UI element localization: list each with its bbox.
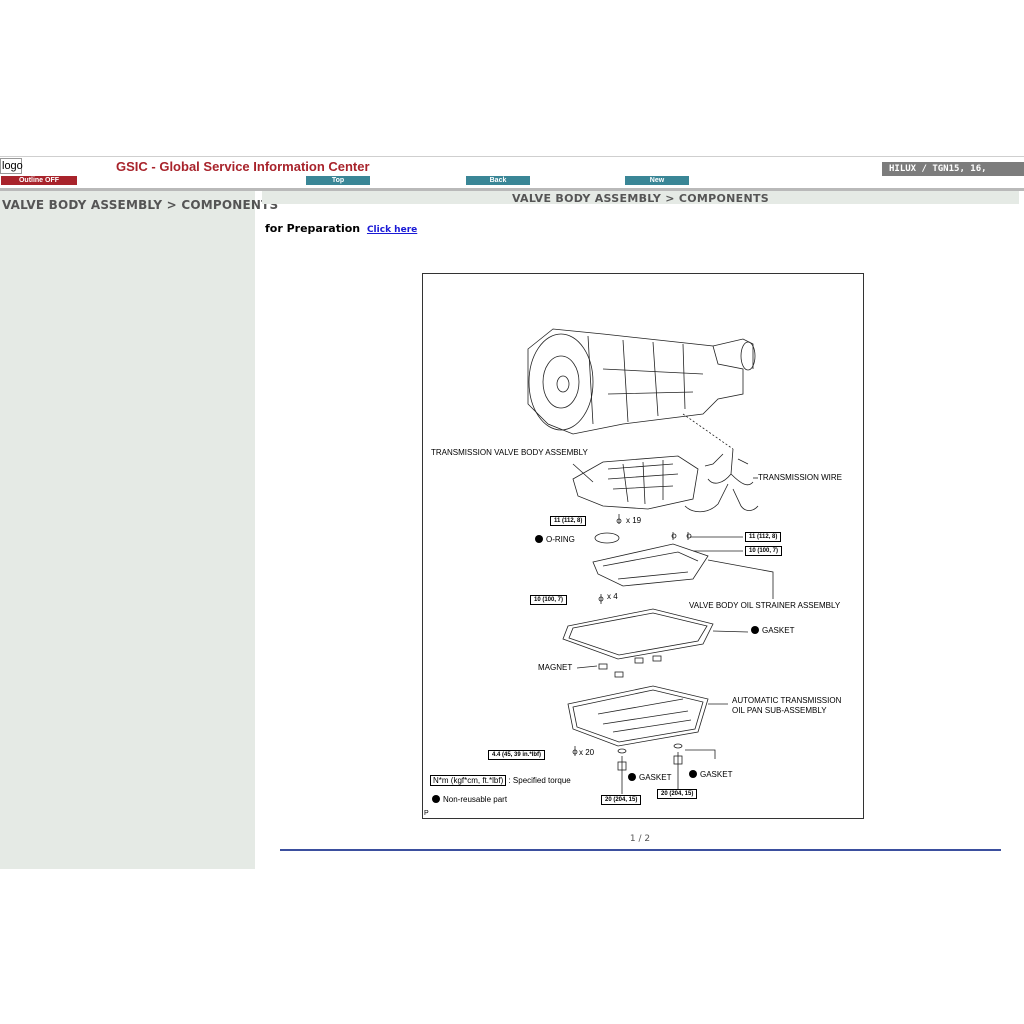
oil-pan-label-line2: OIL PAN SUB-ASSEMBLY xyxy=(732,706,827,715)
torque-converter-housing xyxy=(528,333,594,431)
vehicle-model-badge: HILUX / TGN15, 16, xyxy=(882,162,1024,176)
logo: logo xyxy=(0,158,23,174)
non-reusable-legend: Non-reusable part xyxy=(432,795,507,804)
back-button[interactable]: Back xyxy=(466,176,530,185)
non-reusable-dot-icon xyxy=(689,770,697,778)
o-ring-label: O-RING xyxy=(535,535,575,544)
pan-gasket-label: GASKET xyxy=(751,626,794,635)
figure-corner-mark: P xyxy=(424,810,429,817)
sidebar-panel xyxy=(0,191,255,869)
drain-plug-gasket-label-1: GASKET xyxy=(628,773,671,782)
non-reusable-dot-icon xyxy=(432,795,440,803)
wire-bolt-torque-2: 10 (100, 7) xyxy=(745,546,783,556)
torque-legend: N*m (kgf*cm, ft.*lbf) : Specified torque xyxy=(430,775,571,786)
magnet-shape xyxy=(598,663,608,670)
preparation-line: for Preparation Click here xyxy=(265,222,417,235)
valve-body-bolt-torque: 11 (112, 8) xyxy=(550,516,587,526)
non-reusable-dot-icon xyxy=(751,626,759,634)
pan-bolt-torque: 4.4 (45, 39 in.*lbf) xyxy=(488,750,546,760)
valve-body-label: TRANSMISSION VALVE BODY ASSEMBLY xyxy=(431,448,588,457)
transmission-case-outline xyxy=(527,328,744,435)
oil-pan-outline xyxy=(567,685,709,747)
drain-plug-torque-1: 20 (204, 15) xyxy=(601,795,642,805)
outline-toggle-button[interactable]: Outline OFF xyxy=(1,176,77,185)
preparation-link[interactable]: Click here xyxy=(366,225,418,235)
valve-body-outline xyxy=(572,455,699,510)
non-reusable-dot-icon xyxy=(628,773,636,781)
preparation-label: for Preparation xyxy=(265,222,361,235)
pan-gasket-outline xyxy=(562,608,714,660)
app-title: GSIC - Global Service Information Center xyxy=(116,159,370,174)
page-title: VALVE BODY ASSEMBLY > COMPONENTS xyxy=(511,192,770,205)
components-diagram: TRANSMISSION VALVE BODY ASSEMBLY TRANSMI… xyxy=(422,273,864,819)
drain-plug-torque-2: 20 (204, 15) xyxy=(657,789,698,799)
page-indicator: 1 / 2 xyxy=(629,834,651,844)
strainer-bolt-qty: x 4 xyxy=(607,592,618,601)
header-divider xyxy=(0,188,1024,191)
oil-strainer-outline xyxy=(592,543,709,587)
bottom-rule xyxy=(280,849,1001,851)
magnet-label: MAGNET xyxy=(538,663,573,672)
sidebar-title[interactable]: VALVE BODY ASSEMBLY > COMPONENTS xyxy=(2,198,279,212)
header-top-rule xyxy=(0,156,1024,157)
o-ring-shape xyxy=(594,532,620,544)
content-title-bar xyxy=(262,191,1019,204)
diagram-drawing xyxy=(527,328,774,794)
pan-bolt-qty: x 20 xyxy=(579,748,595,757)
transmission-wire-harness xyxy=(684,448,759,513)
strainer-bolt-torque: 10 (100, 7) xyxy=(530,595,568,605)
non-reusable-dot-icon xyxy=(535,535,543,543)
transmission-wire-label: TRANSMISSION WIRE xyxy=(758,473,843,482)
valve-body-bolt-qty: x 19 xyxy=(626,516,642,525)
drain-plug-gasket-label-2: GASKET xyxy=(689,770,732,779)
oil-pan-label-line1: AUTOMATIC TRANSMISSION xyxy=(732,696,842,705)
strainer-label: VALVE BODY OIL STRAINER ASSEMBLY xyxy=(689,601,841,610)
new-button[interactable]: New xyxy=(625,176,689,185)
torque-legend-box: N*m (kgf*cm, ft.*lbf) xyxy=(430,775,507,786)
top-button[interactable]: Top xyxy=(306,176,370,185)
torque-legend-text: : Specified torque xyxy=(508,776,571,785)
wire-bolt-torque: 11 (112, 8) xyxy=(745,532,782,542)
